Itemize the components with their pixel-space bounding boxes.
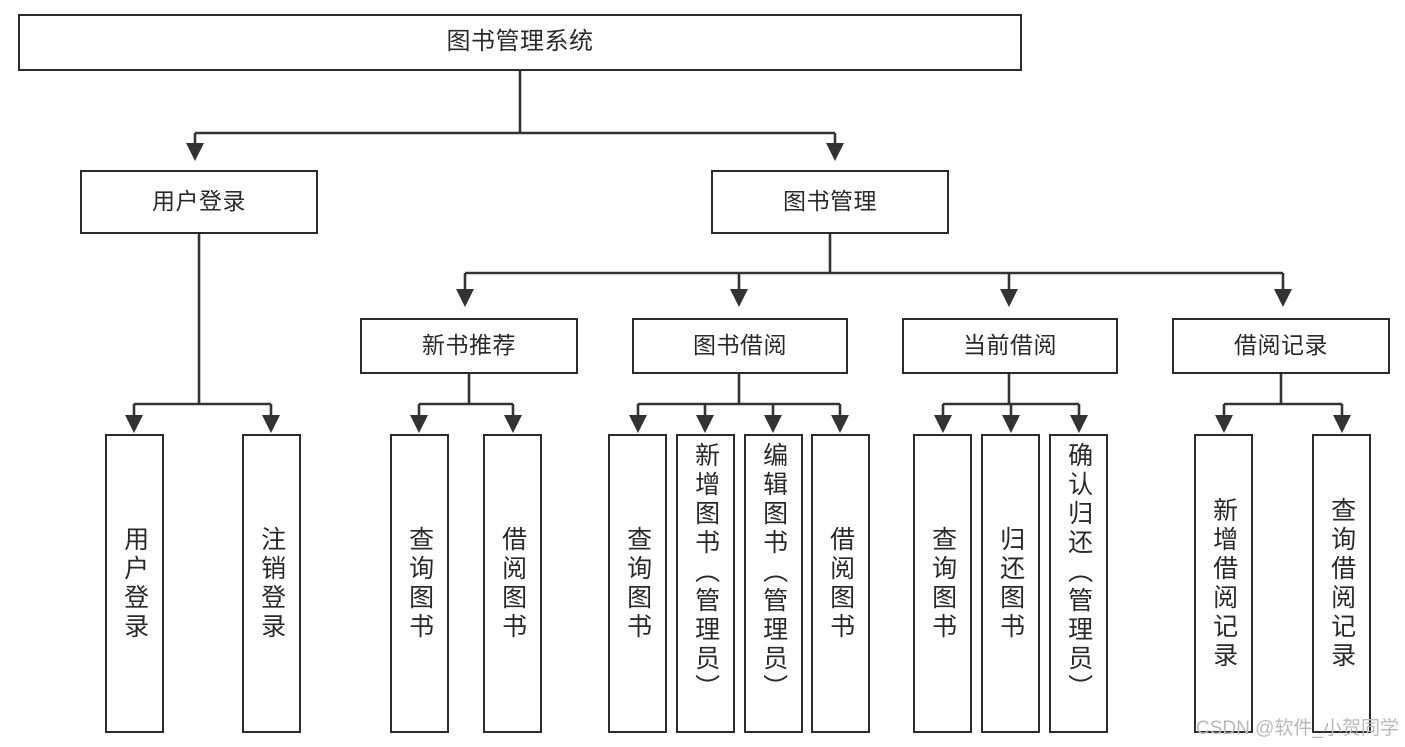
node-label: 查询图书 xyxy=(405,525,434,642)
node-user-login[interactable]: 用户登录 xyxy=(80,170,318,234)
leaf-user-login-login[interactable]: 用户登录 xyxy=(105,434,164,733)
node-book-management[interactable]: 图书管理 xyxy=(711,170,949,234)
node-label: 借阅记录 xyxy=(1234,332,1328,359)
node-new-book-recommend[interactable]: 新书推荐 xyxy=(360,318,578,374)
node-label: 归还图书 xyxy=(996,525,1025,642)
node-root-book-management-system[interactable]: 图书管理系统 xyxy=(18,14,1022,71)
node-borrow-record[interactable]: 借阅记录 xyxy=(1172,318,1390,374)
node-label: 查询借阅记录 xyxy=(1327,496,1356,671)
node-label: 新书推荐 xyxy=(422,332,516,359)
node-label: 新增借阅记录 xyxy=(1209,496,1238,671)
leaf-book-borrow-edit-book-admin[interactable]: 编辑图书（管理员） xyxy=(744,434,803,733)
node-label: 用户登录 xyxy=(152,188,246,215)
leaf-current-borrow-query-book[interactable]: 查询图书 xyxy=(913,434,972,733)
node-label: 借阅图书 xyxy=(498,525,527,642)
node-label: 图书借阅 xyxy=(693,332,787,359)
node-label: 当前借阅 xyxy=(963,332,1057,359)
node-label: 图书管理 xyxy=(783,188,877,215)
node-label: 查询图书 xyxy=(623,525,652,642)
node-label: 确认归还（管理员） xyxy=(1064,442,1093,703)
leaf-new-book-query-book[interactable]: 查询图书 xyxy=(390,434,449,733)
leaf-current-borrow-confirm-return-admin[interactable]: 确认归还（管理员） xyxy=(1049,434,1108,733)
leaf-book-borrow-add-book-admin[interactable]: 新增图书（管理员） xyxy=(676,434,735,733)
node-label: 新增图书（管理员） xyxy=(691,442,720,703)
node-current-borrow[interactable]: 当前借阅 xyxy=(902,318,1118,374)
node-book-borrow[interactable]: 图书借阅 xyxy=(632,318,848,374)
node-label: 查询图书 xyxy=(928,525,957,642)
leaf-user-login-logout[interactable]: 注销登录 xyxy=(242,434,301,733)
leaf-new-book-borrow-book[interactable]: 借阅图书 xyxy=(483,434,542,733)
node-label: 注销登录 xyxy=(257,525,286,642)
leaf-current-borrow-return-book[interactable]: 归还图书 xyxy=(981,434,1040,733)
node-label: 编辑图书（管理员） xyxy=(759,442,788,703)
leaf-borrow-record-query-record[interactable]: 查询借阅记录 xyxy=(1312,434,1371,733)
leaf-book-borrow-borrow-book[interactable]: 借阅图书 xyxy=(811,434,870,733)
node-label: 借阅图书 xyxy=(826,525,855,642)
leaf-borrow-record-add-record[interactable]: 新增借阅记录 xyxy=(1194,434,1253,733)
node-label: 图书管理系统 xyxy=(446,28,594,56)
leaf-book-borrow-query-book[interactable]: 查询图书 xyxy=(608,434,667,733)
watermark-text: CSDN @软件_小贺同学 xyxy=(1196,718,1399,739)
node-label: 用户登录 xyxy=(120,525,149,642)
